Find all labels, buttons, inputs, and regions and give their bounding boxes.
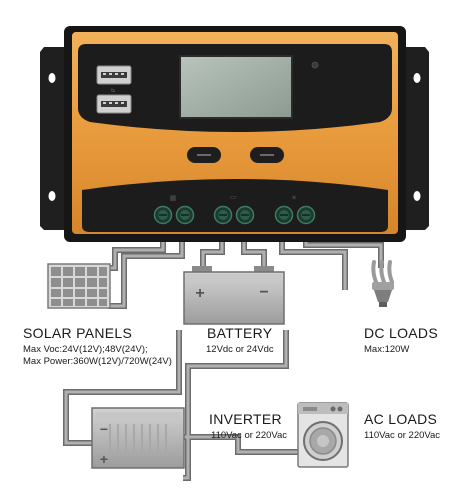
solar-power-spec: Max Power:360W(12V)/720W(24V) xyxy=(23,356,172,367)
inverter-title: INVERTER xyxy=(209,411,282,427)
battery-symbol: ▭ xyxy=(230,193,237,201)
inverter-negative-mark: − xyxy=(100,421,108,437)
terminal-screw-battery-neg xyxy=(235,205,255,225)
inverter-spec: 110Vac or 220Vac xyxy=(211,430,288,441)
inverter-positive-mark: + xyxy=(100,451,108,467)
lcd-screen xyxy=(179,55,293,119)
battery-positive-mark: + xyxy=(195,285,204,302)
usb-port xyxy=(96,94,132,114)
dc-loads-spec: Max:120W xyxy=(364,344,410,355)
ac-loads-spec: 110Vac or 220Vac xyxy=(364,430,441,441)
mounting-bracket-right xyxy=(402,47,429,230)
terminal-screw-load-neg xyxy=(296,205,316,225)
usb-port xyxy=(96,65,132,85)
battery-title: BATTERY xyxy=(207,325,273,341)
terminal-screw-solar-pos xyxy=(153,205,173,225)
terminal-block xyxy=(82,179,388,232)
menu-button-right[interactable] xyxy=(250,147,284,163)
battery-icon: + − xyxy=(183,266,285,325)
indicator-led xyxy=(311,61,319,69)
solar-panels-title: SOLAR PANELS xyxy=(23,325,133,341)
terminal-screw-load-pos xyxy=(274,205,294,225)
solar-panel-symbol: ▦ xyxy=(170,194,177,202)
terminal-screw-solar-neg xyxy=(175,205,195,225)
terminal-screws xyxy=(153,205,316,225)
battery-spec: 12Vdc or 24Vdc xyxy=(206,344,274,355)
charge-controller: ⇆ ▦ ▭ ☀ xyxy=(40,26,429,242)
load-bulb-symbol: ☀ xyxy=(291,194,297,202)
usb-icon: ⇆ xyxy=(111,88,115,94)
inverter-icon: − + xyxy=(91,407,185,469)
battery-negative-mark: − xyxy=(259,284,268,301)
cfl-bulb-icon xyxy=(371,260,394,307)
terminal-screw-battery-pos xyxy=(213,205,233,225)
ac-loads-title: AC LOADS xyxy=(364,411,438,427)
solar-voc-spec: Max Voc:24V(12V);48V(24V); xyxy=(23,344,148,355)
mounting-bracket-left xyxy=(40,47,67,230)
washing-machine-icon xyxy=(297,402,349,468)
dc-loads-title: DC LOADS xyxy=(364,325,438,341)
solar-panel-icon xyxy=(47,263,111,309)
menu-button-left[interactable] xyxy=(187,147,221,163)
